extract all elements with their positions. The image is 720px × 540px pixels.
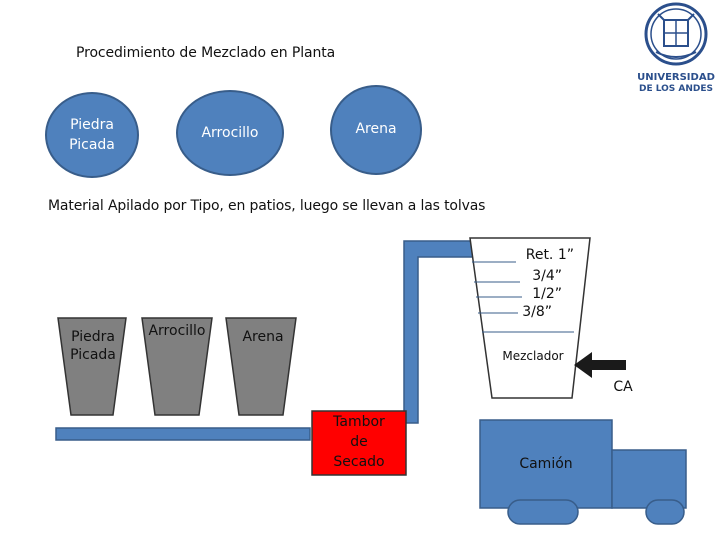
truck-rear-wheels bbox=[507, 499, 579, 525]
mixer bbox=[469, 237, 591, 399]
stockpile-label-arena: Arena bbox=[355, 121, 397, 137]
drum-label-line-1: Tambor bbox=[333, 414, 385, 430]
stockpile-label-line-1: Piedra bbox=[70, 117, 114, 133]
university-logo: UNIVERSIDAD DE LOS ANDES bbox=[634, 2, 718, 94]
conveyor-belt bbox=[55, 427, 311, 441]
hopper-label-line-2: Picada bbox=[70, 347, 116, 363]
stockpile-label-arrocillo: Arrocillo bbox=[201, 125, 259, 141]
logo-line-1: UNIVERSIDAD bbox=[637, 72, 715, 83]
logo-line-2: DE LOS ANDES bbox=[639, 84, 713, 94]
stockpile-circle-arena: Arena bbox=[330, 85, 422, 175]
drying-drum bbox=[311, 410, 407, 476]
sieve-label-3-8: 3/8” bbox=[522, 304, 552, 320]
truck-front-wheel bbox=[645, 499, 685, 525]
hopper-label-arrocillo: Arrocillo bbox=[148, 323, 206, 339]
truck-cab bbox=[611, 449, 687, 509]
diagram-title: Procedimiento de Mezclado en Planta bbox=[76, 45, 336, 61]
hopper-label-piedra-picada: Piedra Picada bbox=[60, 328, 126, 364]
hopper-label-line-1: Piedra bbox=[71, 329, 115, 345]
drum-label-line-3: Secado bbox=[333, 454, 385, 470]
hopper-arrocillo bbox=[141, 317, 213, 416]
stockpile-circle-arrocillo: Arrocillo bbox=[176, 90, 284, 176]
drum-label-line-2: de bbox=[350, 434, 368, 450]
stockpile-label-line-2: Picada bbox=[69, 137, 115, 153]
stockpile-circle-piedra-picada: Piedra Picada bbox=[45, 92, 139, 178]
university-seal-icon: UNIVERSIDAD DE LOS ANDES bbox=[637, 2, 715, 94]
diagram-subtitle: Material Apilado por Tipo, en patios, lu… bbox=[48, 198, 486, 214]
sieve-label-3-4: 3/4” bbox=[532, 268, 562, 284]
ca-arrow-icon bbox=[574, 352, 626, 378]
sieve-label-ret-1: Ret. 1” bbox=[525, 247, 574, 263]
truck-body bbox=[479, 419, 613, 509]
sieve-label-1-2: 1/2” bbox=[532, 286, 562, 302]
drum-label: Tambor de Secado bbox=[312, 412, 406, 472]
hopper-label-arena: Arena bbox=[242, 329, 284, 345]
hopper-arena bbox=[225, 317, 297, 416]
mixer-label: Mezclador bbox=[502, 349, 564, 363]
ca-label: CA bbox=[613, 379, 633, 395]
hopper-piedra-picada bbox=[57, 317, 127, 416]
truck-label: Camión bbox=[519, 456, 573, 472]
